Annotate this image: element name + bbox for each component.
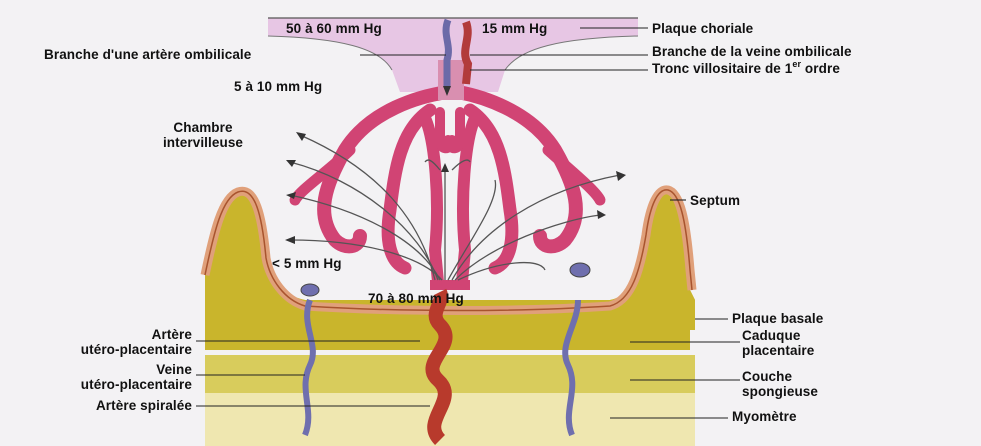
tronc-villositaire-label: Tronc villositaire de 1er ordre xyxy=(652,61,840,76)
myometre-label: Myomètre xyxy=(732,409,797,424)
umbilical-vein-branch xyxy=(465,22,468,84)
plaque-choriale-label: Plaque choriale xyxy=(652,21,753,36)
pressure-top-left-label: 50 à 60 mm Hg xyxy=(286,21,382,36)
pressure-5-10-label: 5 à 10 mm Hg xyxy=(234,79,322,94)
branche-artere-label: Branche d'une artère ombilicale xyxy=(44,47,251,62)
pressure-top-right-label: 15 mm Hg xyxy=(482,21,547,36)
villous-tree xyxy=(295,92,600,282)
plaque-basale-label: Plaque basale xyxy=(732,311,823,326)
artere-spiralee-label: Artère spiralée xyxy=(30,398,192,413)
septum-label: Septum xyxy=(690,193,740,208)
pressure-lt5-label: < 5 mm Hg xyxy=(272,256,342,271)
umbilical-artery-branch xyxy=(446,20,448,88)
branche-veine-label: Branche de la veine ombilicale xyxy=(652,44,852,59)
pressure-70-80-label: 70 à 80 mm Hg xyxy=(368,291,464,306)
